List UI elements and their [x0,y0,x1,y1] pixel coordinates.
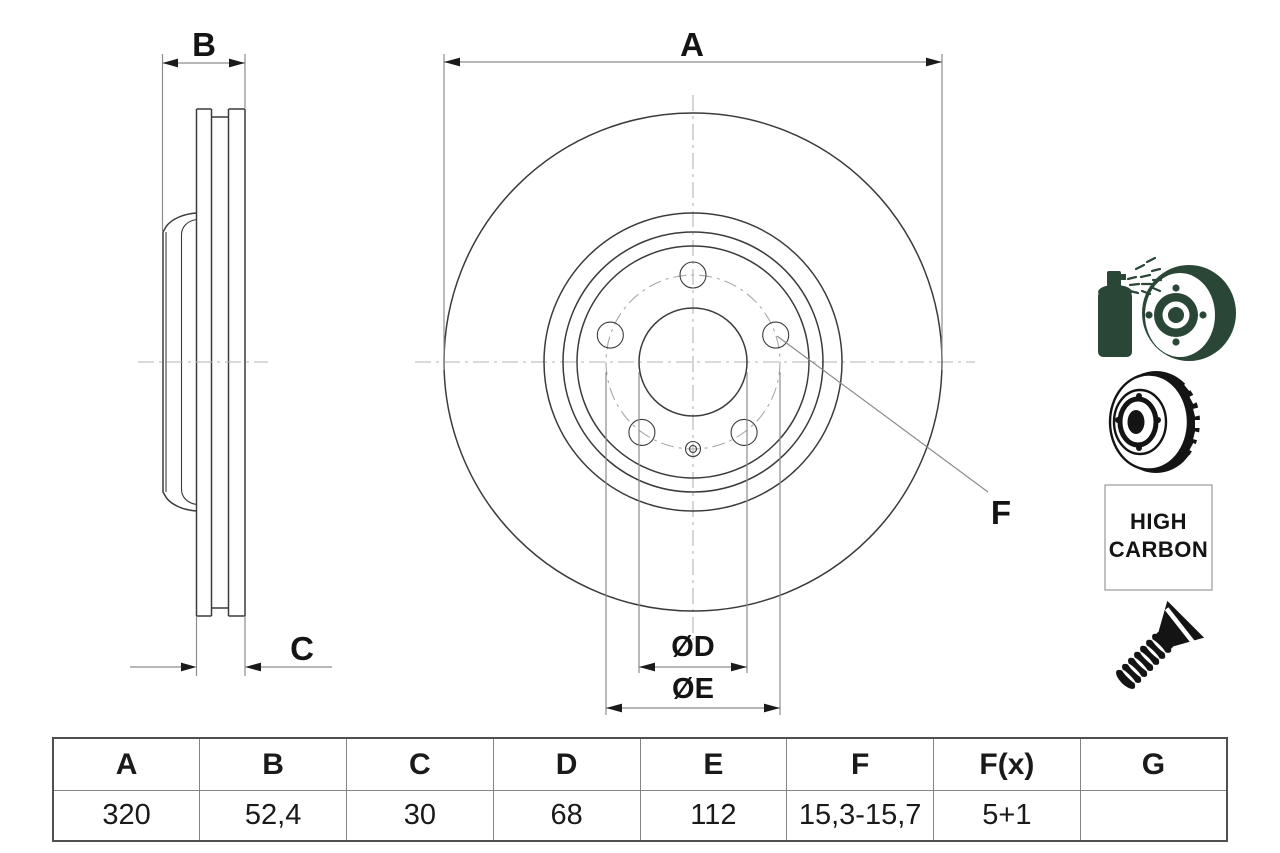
table-header-row: A B C D E F F(x) G [52,737,1228,791]
vented-brake-disc-icon [1108,371,1201,473]
value-C: 30 [346,790,494,842]
dimension-label-OE: ØE [672,673,714,705]
dimension-A: A [443,26,943,370]
vent-slots [1184,381,1201,465]
col-header-D: D [492,737,641,791]
col-header-A: A [52,737,201,791]
feature-icons: HIGH CARBON [1098,256,1236,689]
value-E: 112 [639,790,788,842]
dimension-C: C [130,616,332,676]
spray-dashes [1126,256,1163,296]
dimension-label-A: A [680,26,704,63]
dimension-label-C: C [290,630,314,667]
value-D: 68 [492,790,641,842]
value-A: 320 [52,790,201,842]
countersunk-screw-icon [1116,600,1205,689]
front-view: A ØD ØE F [415,26,1011,715]
dimension-label-OD: ØD [671,631,715,663]
spray-can-coating-disc-icon [1098,256,1236,361]
col-header-Fx: F(x) [933,737,1081,791]
value-Fx: 5+1 [933,790,1081,842]
dimension-label-F: F [991,494,1011,531]
value-G [1079,790,1228,842]
high-carbon-badge: HIGH CARBON [1104,484,1213,591]
dimension-E: ØE [605,372,781,715]
col-header-E: E [639,737,788,791]
set-screw-hole [684,440,702,458]
bolt-holes [596,261,790,458]
col-header-F: F [786,737,934,791]
bolt-pitch-circle [605,274,781,450]
value-F: 15,3-15,7 [786,790,934,842]
dimension-spec-table: A B C D E F F(x) G 320 52,4 30 68 112 15… [52,737,1228,842]
dimension-B: B [161,26,246,231]
dimension-D: ØD [638,372,748,673]
dimension-F: F [776,335,1011,531]
col-header-C: C [346,737,494,791]
col-header-G: G [1079,737,1228,791]
dimension-label-B: B [192,26,216,63]
value-B: 52,4 [199,790,347,842]
side-section-view: B [130,26,332,676]
table-value-row: 320 52,4 30 68 112 15,3-15,7 5+1 [52,790,1228,842]
high-carbon-line2: CARBON [1109,537,1209,562]
col-header-B: B [199,737,347,791]
high-carbon-line1: HIGH [1130,509,1187,534]
